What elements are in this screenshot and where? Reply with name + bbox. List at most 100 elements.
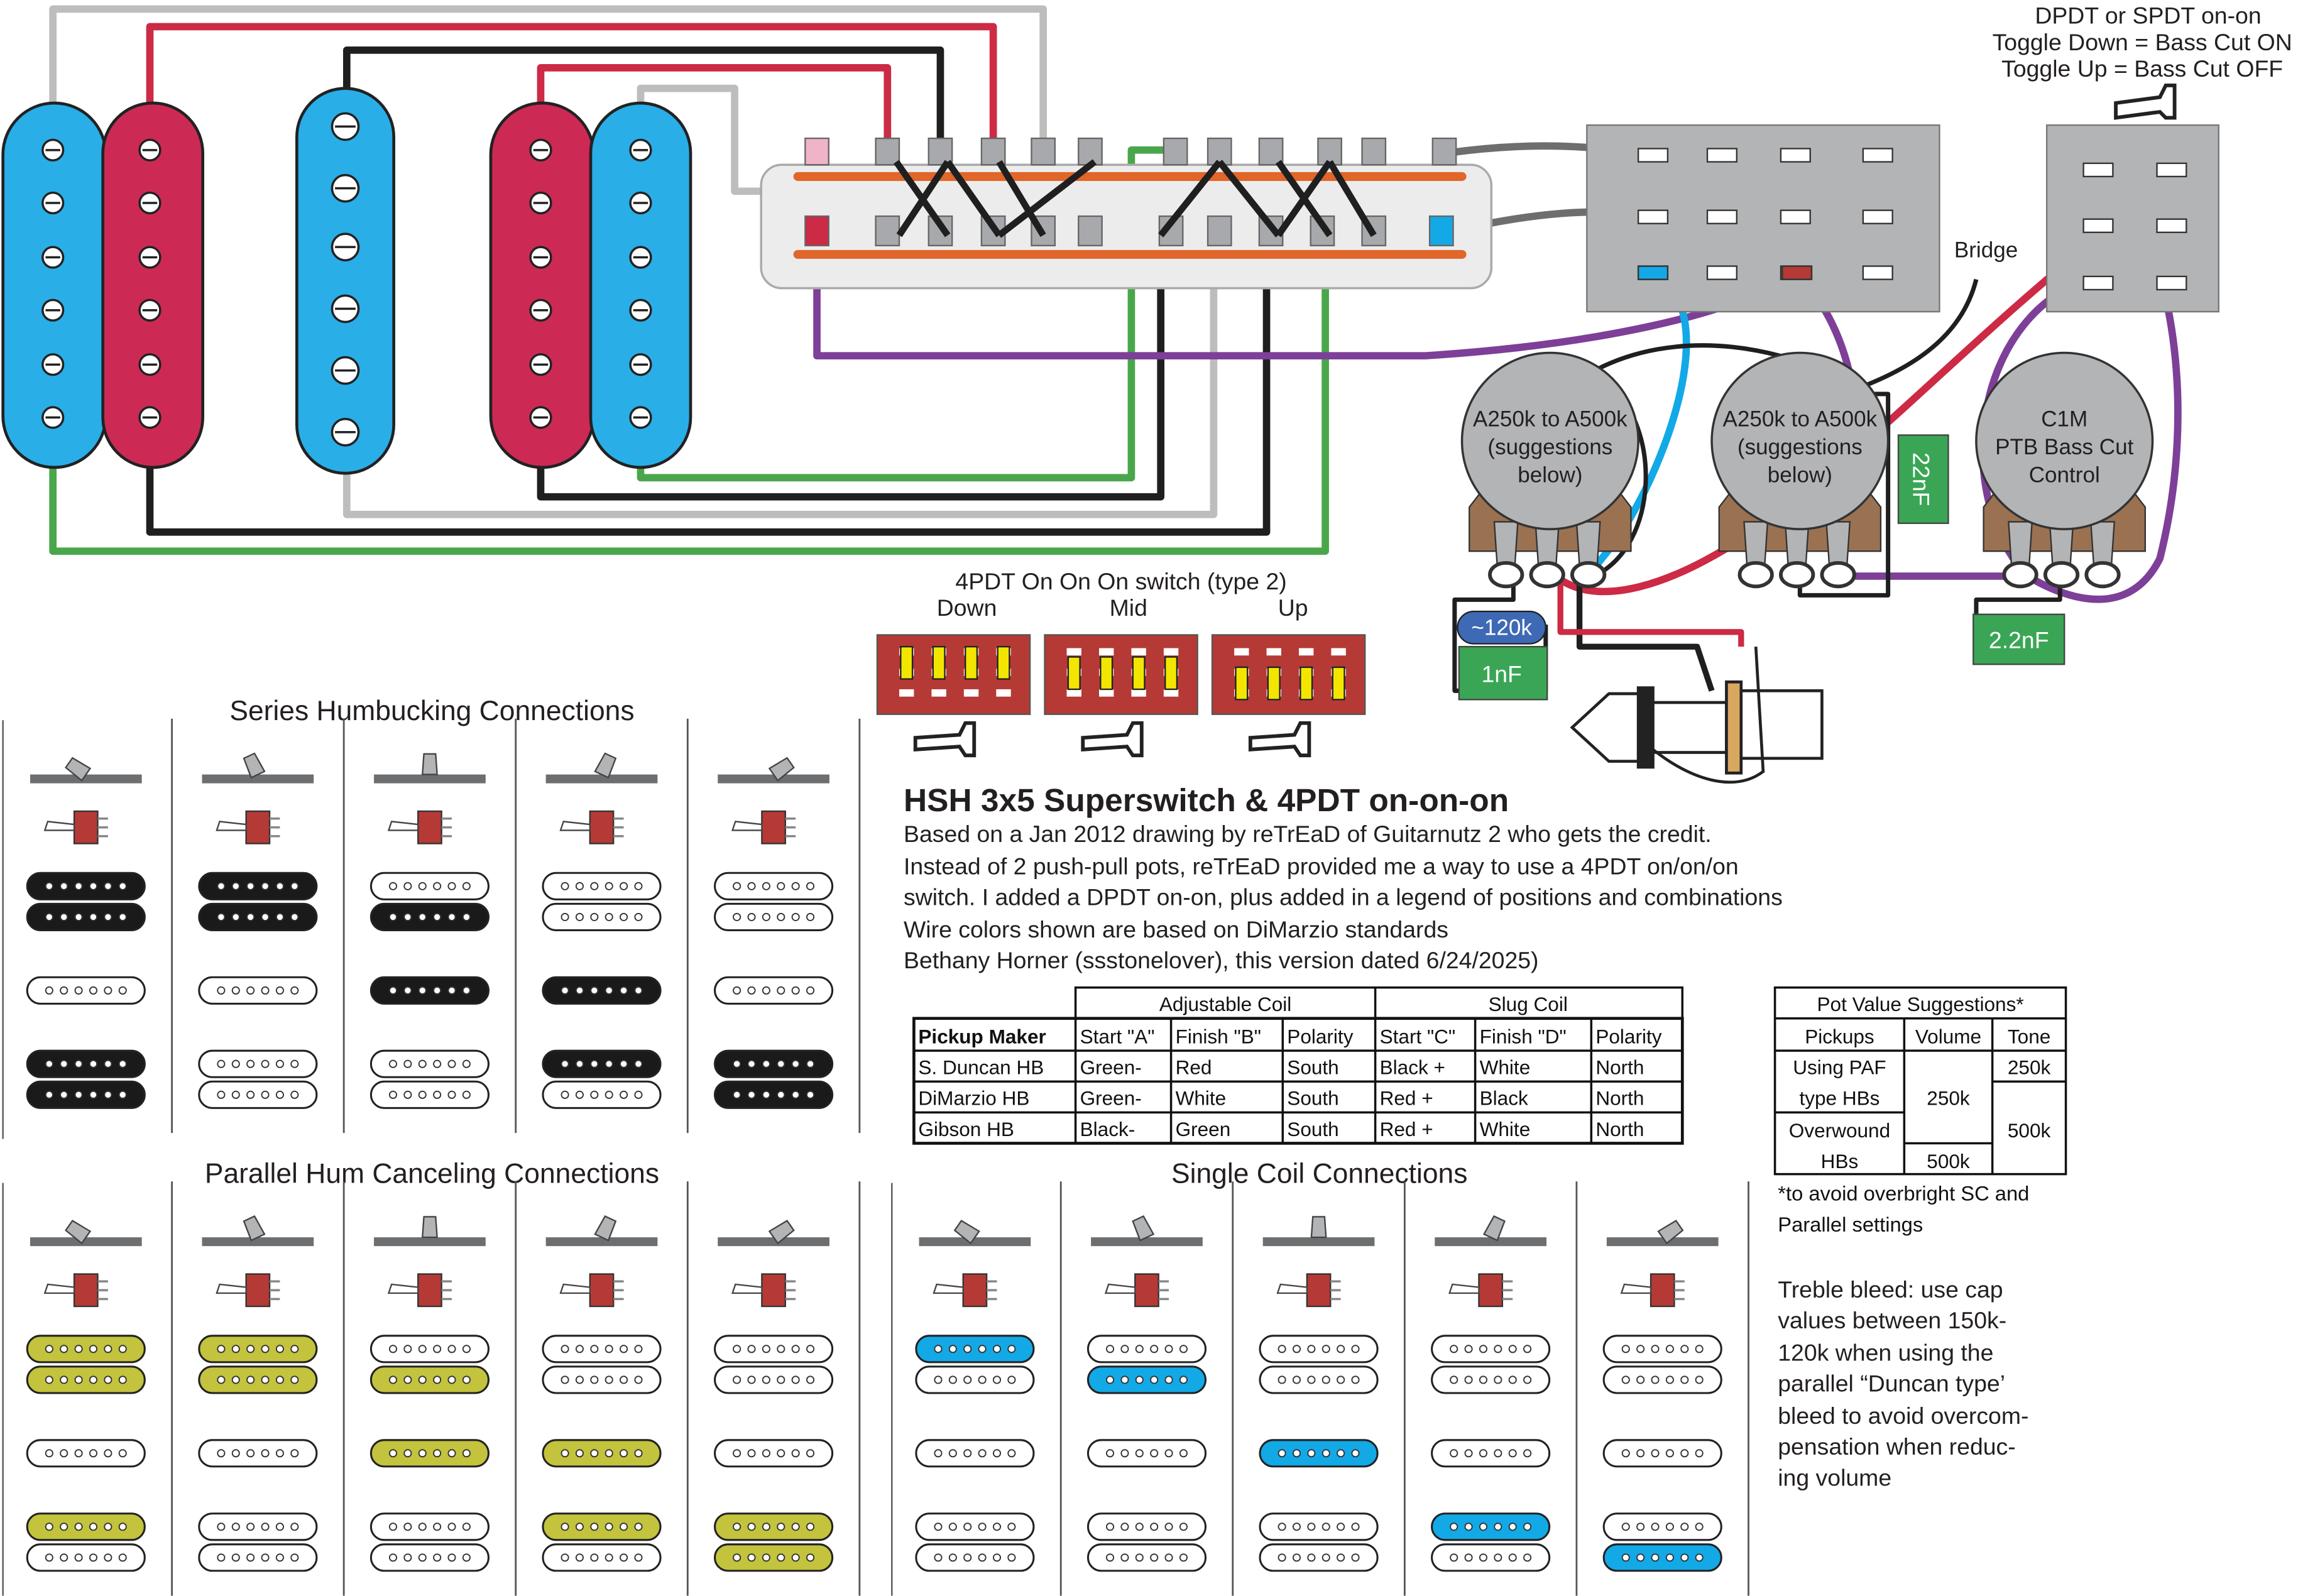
coil-pole <box>620 1090 628 1099</box>
coil-bridge_top <box>714 1512 834 1541</box>
table-cell: White <box>1480 1056 1531 1079</box>
toggle-slot <box>2156 162 2187 178</box>
coil-pole <box>1695 1522 1704 1531</box>
coil-pole <box>806 1345 815 1353</box>
pot-label: PTB Bass Cut <box>1995 435 2133 459</box>
coil-pole <box>74 986 83 995</box>
4pdt-slider <box>1267 666 1281 701</box>
coil-bridge_top <box>542 1049 662 1078</box>
coil-pole <box>246 912 255 921</box>
coil-pole <box>104 1345 112 1353</box>
coil-pole <box>403 1375 412 1384</box>
treble-line: 120k when using the <box>1778 1340 1993 1366</box>
coil-pole <box>777 1059 785 1068</box>
coil-pole <box>1651 1449 1660 1458</box>
coil-pole <box>1621 1449 1630 1458</box>
coil-pole <box>1351 1449 1360 1458</box>
description-line: Instead of 2 push-pull pots, reTrEaD pro… <box>904 853 1739 880</box>
legend-column-1 <box>26 1181 173 1596</box>
mini-toggle-icon <box>761 810 786 844</box>
coil-pole <box>447 1522 456 1531</box>
table-cell: Red + <box>1380 1087 1433 1110</box>
coil-pole <box>261 986 270 995</box>
coil-pole <box>1135 1553 1144 1562</box>
coil-pole <box>747 986 756 995</box>
coil-pole <box>806 1090 815 1099</box>
coil-pole <box>1523 1375 1532 1384</box>
parallel-legend <box>2 1181 861 1596</box>
treble-bleed-note: Treble bleed: use cap values between 150… <box>1778 1276 2028 1490</box>
coil-pole <box>246 1449 255 1458</box>
wire-green-neck <box>49 227 1329 555</box>
coil-pole <box>1636 1522 1645 1531</box>
coil-pole <box>217 1522 226 1531</box>
coil-bridge_bottom <box>542 1543 662 1572</box>
coil-pole <box>575 1522 584 1531</box>
coil-pole <box>1007 1522 1016 1531</box>
coil-pole <box>275 1375 284 1384</box>
4pdt-contact <box>1099 648 1114 656</box>
coil-pole <box>261 1553 270 1562</box>
coil-pole <box>261 1090 270 1099</box>
lug-bottom <box>875 215 900 246</box>
coil-pole <box>605 1375 613 1384</box>
coil-pole <box>89 1449 98 1458</box>
pot-table-cell: HBs <box>1821 1150 1859 1172</box>
4pdt-pos-down: Down <box>937 594 997 621</box>
coil-pole <box>104 986 112 995</box>
pot-lug <box>2008 521 2033 567</box>
coil-pole <box>104 1375 112 1384</box>
coil-pole <box>1450 1345 1458 1353</box>
coil-pole <box>462 986 471 995</box>
coil-pole <box>806 986 815 995</box>
coil-pole <box>118 1522 127 1531</box>
coil-pole <box>561 1059 569 1068</box>
coil-middle <box>198 1439 318 1468</box>
table-cell: S. Duncan HB <box>918 1056 1044 1079</box>
output-jack-icon <box>1570 647 1824 784</box>
coil-pole <box>447 986 456 995</box>
4pdt-switch-up <box>1211 634 1366 758</box>
lever-switch-icon <box>421 1216 438 1238</box>
mini-toggle-lever <box>387 821 419 831</box>
mini-toggle-lever <box>731 1283 763 1294</box>
coil-pole <box>388 1449 398 1458</box>
coil-pole <box>462 1090 471 1099</box>
coil-pole <box>275 1059 284 1068</box>
legend-column-4 <box>542 718 689 1134</box>
coil-pole <box>634 1090 643 1099</box>
coil-pole <box>433 912 442 921</box>
coil-pole <box>1164 1375 1173 1384</box>
coil-pole <box>1695 1375 1704 1384</box>
coil-pole <box>217 1553 226 1562</box>
top-note-line1: DPDT or SPDT on-on <box>2035 3 2261 29</box>
coil-pole <box>605 912 613 921</box>
coil-pole <box>217 1090 226 1099</box>
coil-bridge_bottom <box>198 1080 318 1109</box>
pot-lug-hole <box>1570 560 1607 589</box>
legend-column-5 <box>714 718 861 1134</box>
superswitch-jumpers <box>894 159 1377 238</box>
coil-pole <box>60 1553 68 1562</box>
coil-pole <box>934 1449 943 1458</box>
top-note-line3: Toggle Up = Bass Cut OFF <box>2001 55 2283 82</box>
coil-pole <box>1150 1449 1159 1458</box>
4pdt-switches <box>876 634 1366 758</box>
coil-pole <box>403 1345 412 1353</box>
coil-pole <box>634 1449 643 1458</box>
4pdt-slider <box>1100 656 1113 691</box>
wire-gray-middle <box>342 221 1218 518</box>
4pdt-contact <box>1099 689 1114 697</box>
mini-toggle-icon <box>1306 1273 1332 1308</box>
lever-switch-plate <box>30 1237 142 1247</box>
coil-pole <box>934 1522 943 1531</box>
superswitch-lugs <box>875 137 1457 246</box>
coil-pole <box>561 1553 569 1562</box>
coil-pole <box>231 1553 240 1562</box>
pot-lug <box>1743 521 1769 567</box>
table-cell: North <box>1595 1118 1644 1140</box>
top-note-line2: Toggle Down = Bass Cut ON <box>1993 29 2292 55</box>
coil-bridge_top <box>198 1512 318 1541</box>
